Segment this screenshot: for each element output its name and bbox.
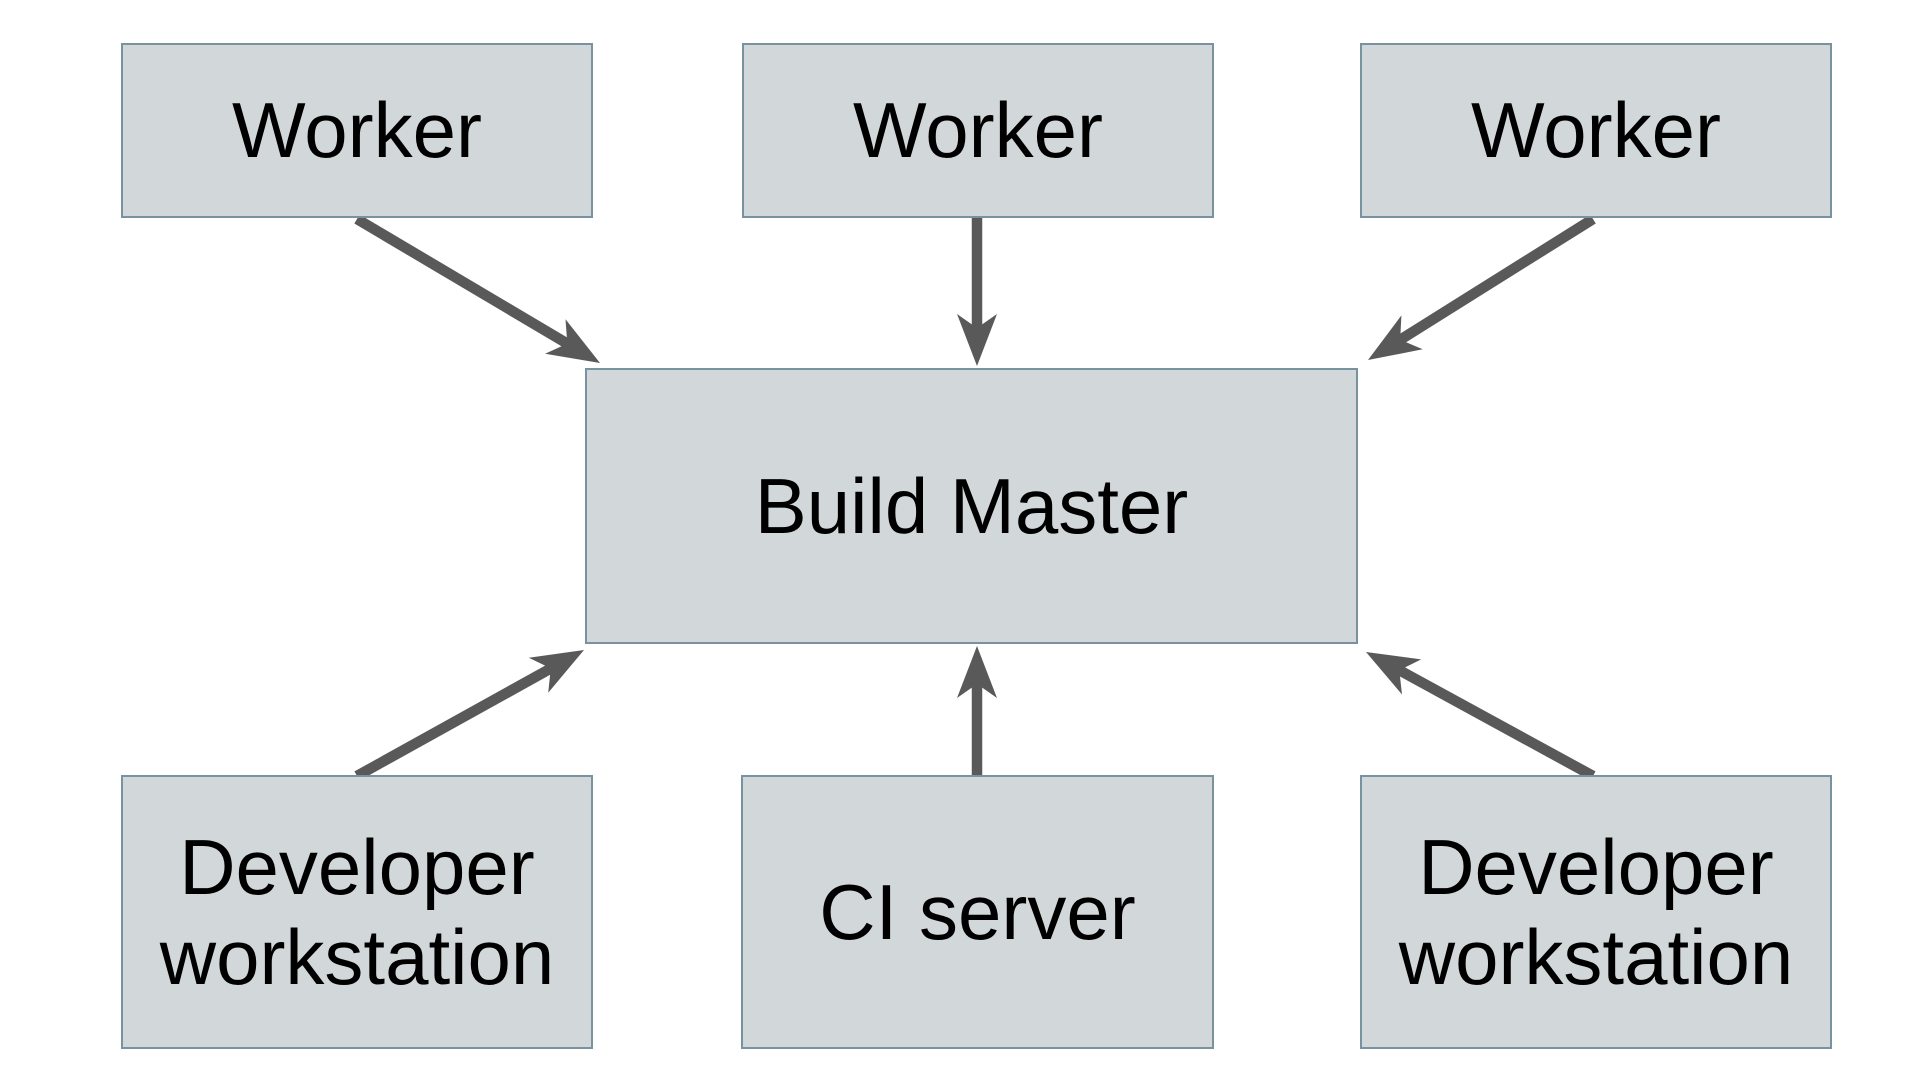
node-worker-2: Worker [742, 43, 1214, 218]
node-developer-workstation-left: Developer workstation [121, 775, 593, 1049]
arrowhead [528, 650, 584, 693]
node-label: Build Master [754, 461, 1189, 550]
node-label: Developer workstation [159, 822, 555, 1001]
arrow-ci-server-to-build-master [957, 646, 997, 776]
node-label: Worker [1471, 86, 1721, 175]
arrow-worker-2-to-build-master [957, 218, 997, 366]
arrowhead [1368, 315, 1423, 360]
node-label: Worker [853, 86, 1103, 175]
arrowhead [957, 314, 997, 366]
arrowhead [1366, 652, 1422, 695]
node-label: Developer workstation [1398, 822, 1794, 1001]
node-label: CI server [819, 867, 1136, 956]
arrow-developer-workstation-left-to-build-master [354, 650, 584, 781]
node-ci-server: CI server [741, 775, 1214, 1049]
node-worker-3: Worker [1360, 43, 1832, 218]
node-worker-1: Worker [121, 43, 593, 218]
node-label: Worker [232, 86, 482, 175]
arrowhead [957, 646, 997, 698]
arrowhead [545, 319, 600, 363]
node-developer-workstation-right: Developer workstation [1360, 775, 1832, 1049]
arrow-worker-3-to-build-master [1368, 214, 1596, 360]
arrow-developer-workstation-right-to-build-master [1366, 652, 1596, 781]
node-build-master: Build Master [585, 368, 1358, 644]
arrow-worker-1-to-build-master [354, 214, 600, 363]
